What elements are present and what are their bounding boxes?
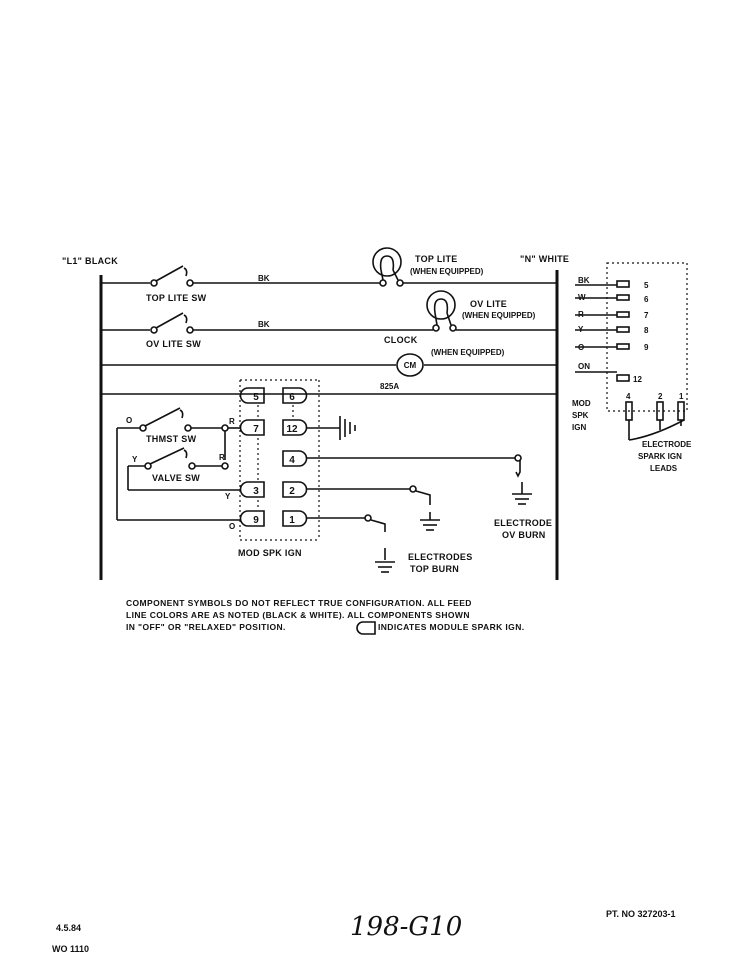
svg-text:5: 5 bbox=[253, 392, 259, 403]
electrode-leads-label-2: SPARK IGN bbox=[638, 452, 682, 461]
electrode-leads-label-3: LEADS bbox=[650, 464, 678, 473]
ov-lite-equipped-label: (WHEN EQUIPPED) bbox=[462, 311, 536, 320]
note-tail: INDICATES MODULE SPARK IGN. bbox=[378, 622, 525, 632]
top-lite-equipped-label: (WHEN EQUIPPED) bbox=[410, 267, 484, 276]
ov-lite-circuit bbox=[101, 290, 557, 334]
right-wire-r: R bbox=[578, 310, 584, 319]
note-line-3: IN "OFF" OR "RELAXED" POSITION. bbox=[126, 622, 286, 632]
terminal-2: 2 bbox=[282, 481, 308, 498]
bk-label-1: BK bbox=[258, 274, 270, 283]
clock-label: CLOCK bbox=[384, 335, 418, 345]
mod-label-right: MOD bbox=[572, 399, 591, 408]
right-term-5: 5 bbox=[644, 281, 649, 290]
electrodes-top-label-1: ELECTRODES bbox=[408, 552, 473, 562]
electrodes-top-wire bbox=[306, 514, 395, 573]
terminal-5: 5 bbox=[239, 387, 265, 404]
svg-text:1: 1 bbox=[289, 515, 295, 526]
svg-text:6: 6 bbox=[289, 392, 295, 403]
chassis-ground-12 bbox=[306, 416, 356, 440]
mod-spk-ign-label: MOD SPK IGN bbox=[238, 548, 302, 558]
terminal-7: 7 bbox=[239, 419, 265, 436]
clock-symbol: CM bbox=[404, 361, 417, 370]
y-valve-label: Y bbox=[132, 455, 138, 464]
right-bottom-term-1: 1 bbox=[679, 392, 684, 401]
svg-text:4: 4 bbox=[289, 455, 295, 466]
right-term-7: 7 bbox=[644, 311, 649, 320]
svg-text:3: 3 bbox=[253, 486, 259, 497]
terminal-2-wire bbox=[306, 485, 440, 531]
valve-switch bbox=[127, 447, 241, 491]
terminal-1: 1 bbox=[282, 510, 308, 527]
terminal-4: 4 bbox=[282, 450, 308, 467]
terminal-3: 3 bbox=[239, 481, 265, 498]
top-lite-circuit bbox=[101, 247, 557, 287]
right-bottom-term-4: 4 bbox=[626, 392, 631, 401]
module-outline bbox=[239, 379, 320, 541]
top-lite-label: TOP LITE bbox=[415, 254, 458, 264]
n-label: "N" WHITE bbox=[520, 254, 569, 264]
right-term-6: 6 bbox=[644, 295, 649, 304]
r-valve-label: R bbox=[219, 453, 225, 462]
electrode-ov-label-2: OV BURN bbox=[502, 530, 546, 540]
clock-equipped-label: (WHEN EQUIPPED) bbox=[431, 348, 505, 357]
right-wire-bk: BK bbox=[578, 276, 590, 285]
right-wire-on: ON bbox=[578, 362, 590, 371]
handwritten-code: 198-G10 bbox=[350, 912, 462, 942]
o-left-label: O bbox=[229, 522, 235, 531]
right-term-8: 8 bbox=[644, 326, 649, 335]
electrodes-top-label-2: TOP BURN bbox=[410, 564, 459, 574]
right-wire-w: W bbox=[578, 293, 586, 302]
top-lite-sw-label: TOP LITE SW bbox=[146, 293, 207, 303]
footer-date: 4.5.84 bbox=[56, 923, 81, 933]
valve-sw-label: VALVE SW bbox=[152, 473, 200, 483]
y-left-label: Y bbox=[225, 492, 231, 501]
svg-text:12: 12 bbox=[286, 424, 298, 435]
terminal-9: 9 bbox=[239, 510, 265, 527]
bk-label-2: BK bbox=[258, 320, 270, 329]
svg-text:9: 9 bbox=[253, 515, 259, 526]
thermostat-switch bbox=[116, 407, 241, 520]
ov-lite-sw-label: OV LITE SW bbox=[146, 339, 201, 349]
spk-label-right: SPK bbox=[572, 411, 589, 420]
electrode-ov-wire bbox=[306, 454, 532, 505]
svg-text:2: 2 bbox=[289, 486, 295, 497]
right-term-9: 9 bbox=[644, 343, 649, 352]
footer-wo: WO 1110 bbox=[52, 944, 89, 953]
right-wire-o: O bbox=[578, 343, 584, 352]
right-wire-y: Y bbox=[578, 325, 584, 334]
right-term-12: 12 bbox=[633, 375, 642, 384]
ov-lite-label: OV LITE bbox=[470, 299, 507, 309]
note-line-1: COMPONENT SYMBOLS DO NOT REFLECT TRUE CO… bbox=[126, 598, 472, 608]
module-symbol-icon bbox=[356, 621, 376, 635]
l1-label: "L1" BLACK bbox=[62, 256, 118, 266]
ign-label-right: IGN bbox=[572, 423, 586, 432]
footer-part-number: PT. NO 327203-1 bbox=[606, 909, 676, 919]
electrode-ov-label-1: ELECTRODE bbox=[494, 518, 552, 528]
electrode-leads-label-1: ELECTRODE bbox=[642, 440, 692, 449]
terminal-6: 6 bbox=[282, 387, 308, 404]
module-detail bbox=[575, 262, 688, 441]
note-line-2: LINE COLORS ARE AS NOTED (BLACK & WHITE)… bbox=[126, 610, 470, 620]
clock-circuit bbox=[101, 353, 557, 377]
terminal-12: 12 bbox=[282, 419, 308, 436]
o-top-label: O bbox=[126, 416, 132, 425]
fuse-label: 825A bbox=[380, 382, 399, 391]
svg-text:7: 7 bbox=[253, 424, 259, 435]
r-top-label: R bbox=[229, 417, 235, 426]
thmst-sw-label: THMST SW bbox=[146, 434, 197, 444]
right-bottom-term-2: 2 bbox=[658, 392, 663, 401]
